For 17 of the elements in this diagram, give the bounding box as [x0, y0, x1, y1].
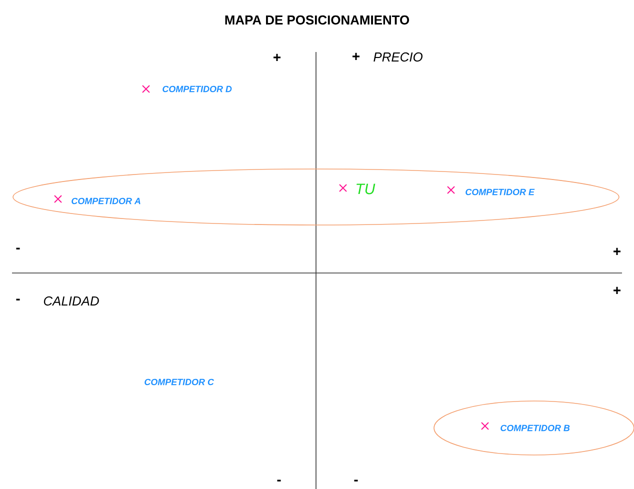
axis-sign: - [16, 248, 20, 250]
competitor-label: COMPETIDOR E [466, 188, 535, 196]
axis-sign: + [614, 248, 620, 255]
axis-sign: - [354, 480, 358, 482]
competitor-label: TU [356, 184, 376, 194]
axis-sign: + [614, 286, 620, 294]
competitor-label: COMPETIDOR C [144, 378, 214, 386]
axis-sign: + [274, 54, 280, 61]
axis-label: PRECIO [374, 52, 422, 62]
title: MAPA DE POSICIONAMIENTO [225, 15, 410, 25]
axis-sign: - [16, 298, 20, 300]
axis-sign: - [277, 480, 281, 482]
competitor-label: COMPETIDOR D [162, 86, 232, 92]
competitor-label: COMPETIDOR B [500, 424, 570, 432]
competitor-label: COMPETIDOR A [72, 198, 140, 204]
axis-sign: + [352, 52, 360, 60]
axis-label: CALIDAD [44, 296, 99, 306]
